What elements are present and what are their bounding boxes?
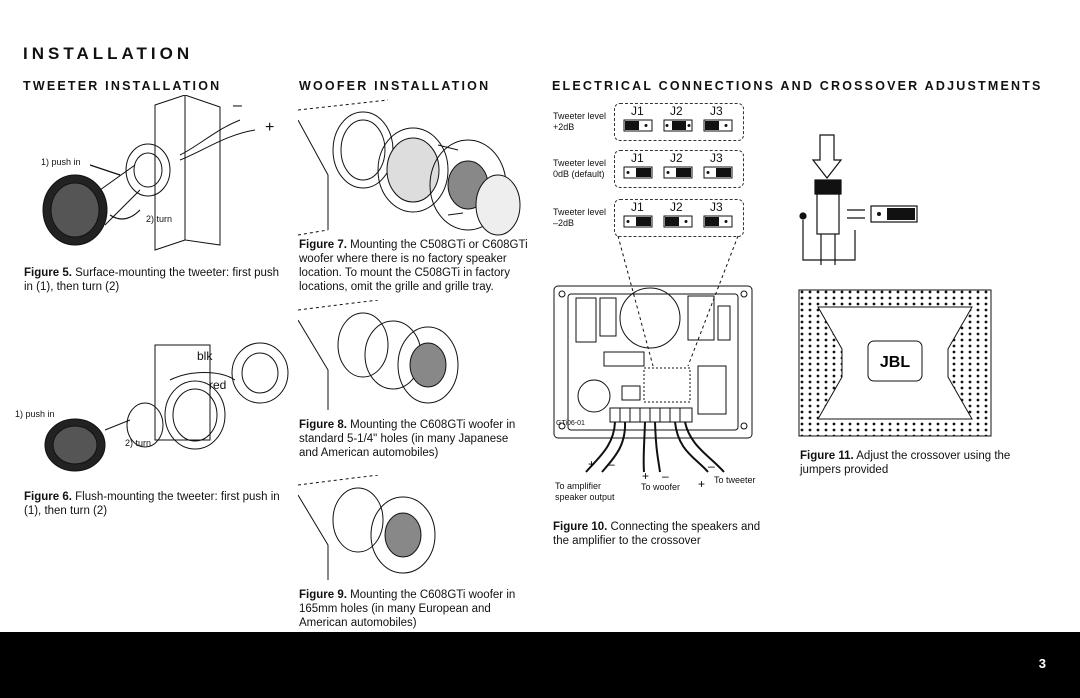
- figure-11-jumper-illustration: [799, 134, 918, 265]
- jumper-row-2: [614, 150, 744, 188]
- figure-7-caption-label: Figure 7.: [299, 239, 347, 251]
- svg-text:–: –: [708, 459, 715, 473]
- jumper-setting-2-label-line2: 0dB (default): [553, 169, 605, 179]
- figure-7-caption-text: Mounting the C508GTi or C608GTi woofer w…: [299, 239, 528, 293]
- jumper-setting-3-label-line2: –2dB: [553, 218, 575, 228]
- fig5-minus-sign: –: [233, 97, 242, 114]
- svg-text:–: –: [662, 469, 669, 483]
- jumper-setting-1-label-line1: Tweeter level: [553, 111, 607, 121]
- fig5-push-in-label: 1) push in: [41, 157, 81, 167]
- figure-6-caption-text: Flush-mounting the tweeter: first push i…: [24, 491, 280, 517]
- figure-11-caption-text: Adjust the crossover using the jumpers p…: [800, 450, 1011, 476]
- jumper-setting-2-label-line1: Tweeter level: [553, 158, 607, 168]
- figure-10-crossover-diagram: + – + – – +: [553, 236, 753, 491]
- figure-6-caption: Figure 6. Flush-mounting the tweeter: fi…: [24, 490, 286, 518]
- fig5-plus-sign: +: [265, 119, 275, 136]
- figure-9-caption: Figure 9. Mounting the C608GTi woofer in…: [299, 588, 529, 630]
- figure-6-illustration: [44, 342, 289, 472]
- jumper-j2-header-1: J2: [670, 104, 683, 118]
- to-tweeter-label: To tweeter: [714, 475, 756, 485]
- figure-9-caption-label: Figure 9.: [299, 589, 347, 601]
- figure-10-caption-text: Connecting the speakers and the amplifie…: [553, 521, 761, 547]
- svg-text:+: +: [698, 477, 705, 491]
- jumper-j2-header-3: J2: [670, 200, 683, 214]
- jumper-row-1: [614, 103, 744, 141]
- jumper-j1-header-2: J1: [631, 151, 644, 165]
- figure-9-illustration: [298, 475, 436, 580]
- figure-6-caption-label: Figure 6.: [24, 491, 72, 503]
- figure-10-caption: Figure 10. Connecting the speakers and t…: [553, 520, 768, 548]
- section-title: INSTALLATION: [23, 44, 194, 63]
- fig6-blk-label: blk: [197, 349, 213, 363]
- figure-5-caption: Figure 5. Surface-mounting the tweeter: …: [24, 266, 286, 294]
- crossover-board-label: GTi06-01: [556, 420, 585, 427]
- figure-8-illustration: [298, 300, 459, 410]
- figure-8-caption: Figure 8. Mounting the C608GTi woofer in…: [299, 418, 529, 460]
- figure-7-illustration: [298, 99, 521, 236]
- jumper-setting-1-label-line2: +2dB: [553, 122, 575, 132]
- woofer-installation-heading: WOOFER INSTALLATION: [299, 79, 491, 93]
- page-footer-bar: 3: [0, 632, 1080, 698]
- jumper-j3-header-1: J3: [710, 104, 723, 118]
- jbl-logo: JBL: [880, 354, 910, 371]
- fig6-push-in-label: 1) push in: [15, 409, 55, 419]
- jumper-setting-3-label: Tweeter level –2dB: [553, 207, 606, 229]
- to-amplifier-label-line1: To amplifier: [555, 481, 602, 491]
- figure-7-caption: Figure 7. Mounting the C508GTi or C608GT…: [299, 238, 537, 294]
- figure-5-caption-text: Surface-mounting the tweeter: first push…: [24, 267, 280, 293]
- figure-11-crossover-grille: JBL: [798, 289, 992, 437]
- svg-text:–: –: [608, 457, 615, 471]
- jumper-blocks-3: [623, 215, 733, 228]
- jumper-blocks-2: [623, 166, 733, 179]
- fig6-turn-label: 2) turn: [125, 438, 152, 448]
- figure-8-caption-label: Figure 8.: [299, 419, 347, 431]
- jumper-j1-header-1: J1: [631, 104, 644, 118]
- figure-5-illustration: [42, 95, 256, 251]
- jumper-j3-header-3: J3: [710, 200, 723, 214]
- fig6-red-label: red: [209, 378, 227, 392]
- jumper-j3-header-2: J3: [710, 151, 723, 165]
- to-amplifier-label: To amplifier speaker output: [555, 481, 615, 503]
- jumper-j1-header-3: J1: [631, 200, 644, 214]
- jumper-row-3: [614, 199, 744, 237]
- jumper-j2-header-2: J2: [670, 151, 683, 165]
- electrical-connections-heading: ELECTRICAL CONNECTIONS AND CROSSOVER ADJ…: [552, 79, 1043, 93]
- figure-10-caption-label: Figure 10.: [553, 521, 608, 533]
- svg-text:+: +: [642, 469, 649, 483]
- jumper-setting-1-label: Tweeter level +2dB: [553, 111, 606, 133]
- tweeter-installation-heading: TWEETER INSTALLATION: [23, 79, 222, 93]
- to-woofer-label: To woofer: [641, 482, 681, 492]
- figure-8-caption-text: Mounting the C608GTi woofer in standard …: [299, 419, 516, 459]
- jumper-setting-2-label: Tweeter level 0dB (default): [553, 158, 606, 180]
- figure-9-caption-text: Mounting the C608GTi woofer in 165mm hol…: [299, 589, 516, 629]
- svg-text:+: +: [588, 457, 595, 471]
- figure-11-caption: Figure 11. Adjust the crossover using th…: [800, 449, 1030, 477]
- figure-5-caption-label: Figure 5.: [24, 267, 72, 279]
- fig5-turn-label: 2) turn: [146, 214, 173, 224]
- jumper-blocks-1: [623, 119, 733, 132]
- figure-11-caption-label: Figure 11.: [800, 450, 854, 462]
- jumper-setting-3-label-line1: Tweeter level: [553, 207, 607, 217]
- to-amplifier-label-line2: speaker output: [555, 492, 615, 502]
- page-number: 3: [1038, 656, 1046, 671]
